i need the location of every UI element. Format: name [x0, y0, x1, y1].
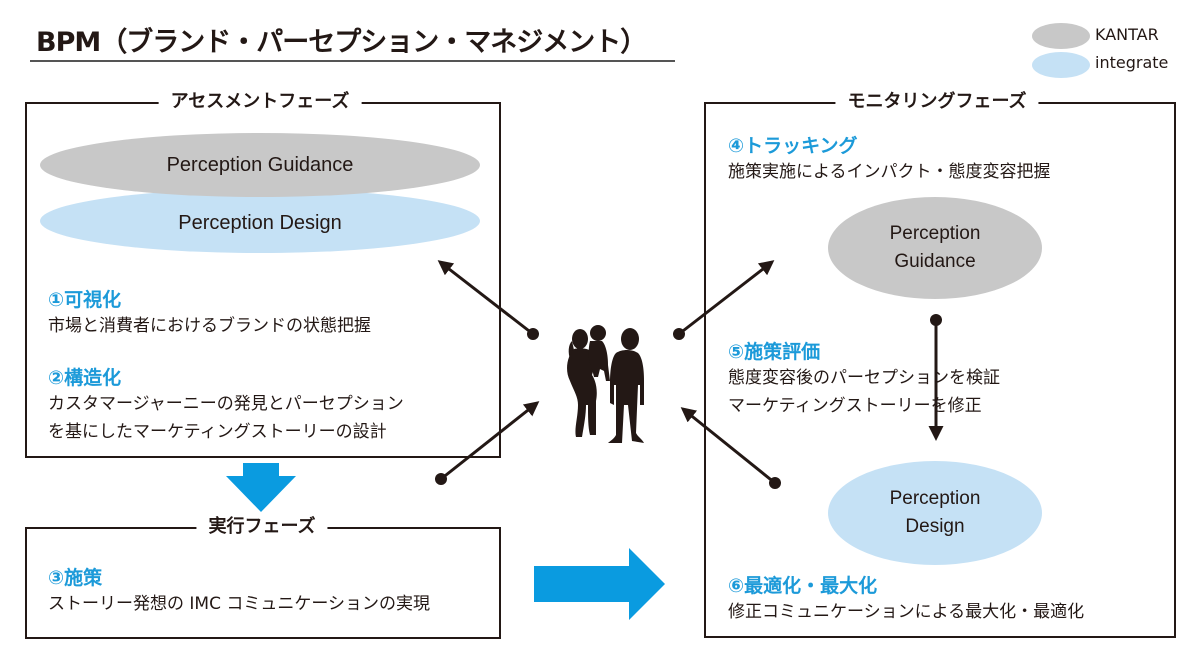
- step-3-title: ③施策: [48, 567, 103, 589]
- assessment-ellipse-design-text: Perception Design: [178, 211, 342, 234]
- monitoring-ellipse-perception-design: Perception Design: [828, 461, 1042, 565]
- monitoring-design-line-1: Perception: [889, 488, 981, 509]
- step-1-body: 市場と消費者におけるブランドの状態把握: [48, 316, 371, 336]
- monitoring-guidance-line-1: Perception: [889, 223, 981, 244]
- step-5-title: ⑤施策評価: [728, 341, 821, 363]
- step-6-title: ⑥最適化・最大化: [728, 575, 878, 597]
- monitoring-ellipse-perception-guidance: Perception Guidance: [828, 197, 1042, 299]
- step-2-title: ②構造化: [48, 367, 122, 389]
- right-arrow-icon: [534, 548, 665, 620]
- assessment-ellipse-perception-design: Perception Design: [40, 189, 480, 253]
- step-2-body-line-1: カスタマージャーニーの発見とパーセプション: [48, 394, 404, 414]
- connector-from-execution: [435, 401, 540, 485]
- step-4-body: 施策実施によるインパクト・態度変容把握: [728, 162, 1051, 182]
- step-1-title: ①可視化: [48, 289, 122, 311]
- family-silhouette-icon: [567, 325, 644, 443]
- assessment-ellipse-guidance-text: Perception Guidance: [166, 153, 354, 176]
- step-6-body: 修正コミュニケーションによる最大化・最適化: [728, 602, 1085, 622]
- down-arrow-icon: [226, 463, 296, 512]
- step-5-body-line-2: マーケティングストーリーを修正: [728, 396, 982, 416]
- assessment-ellipse-perception-guidance: Perception Guidance: [40, 133, 480, 197]
- step-5-body-line-1: 態度変容後のパーセプションを検証: [728, 368, 1000, 388]
- step-3-body: ストーリー発想の IMC コミュニケーションの実現: [48, 594, 431, 614]
- monitoring-phase-label: モニタリングフェーズ: [835, 91, 1039, 113]
- title-underline: [30, 60, 675, 62]
- legend-label-kantar: KANTAR: [1095, 25, 1159, 44]
- monitoring-design-line-2: Design: [905, 516, 965, 537]
- legend-swatch-kantar: [1032, 23, 1090, 49]
- page-title: BPM（ブランド・パーセプション・マネジメント）: [36, 27, 647, 58]
- connector-to-tracking: [673, 260, 775, 340]
- execution-phase-label: 実行フェーズ: [196, 516, 328, 538]
- step-2-body-line-2: を基にしたマーケティングストーリーの設計: [48, 422, 387, 442]
- legend-swatch-integrate: [1032, 52, 1090, 78]
- connector-from-optimization: [680, 407, 781, 489]
- step-4-title: ④トラッキング: [728, 135, 858, 157]
- connector-guidance-to-design: [928, 314, 944, 441]
- legend-label-integrate: integrate: [1095, 53, 1169, 72]
- connector-to-assessment: [437, 260, 539, 340]
- monitoring-guidance-line-2: Guidance: [894, 251, 976, 272]
- assessment-phase-label: アセスメントフェーズ: [158, 91, 362, 113]
